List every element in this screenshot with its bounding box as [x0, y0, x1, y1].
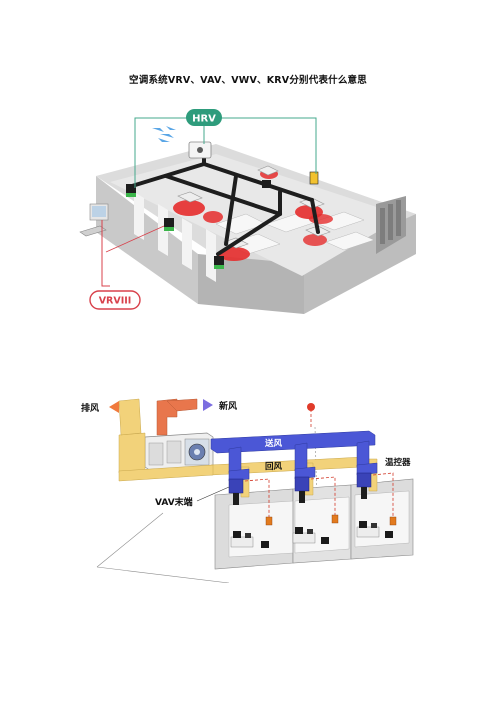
outdoor-units — [126, 180, 271, 269]
hrv-vrv-svg: HRV VRVIII — [79, 109, 416, 314]
supply-air-label: 送风 — [264, 438, 283, 449]
cabinet-slots — [380, 200, 401, 244]
building-front-wall — [198, 254, 304, 314]
hrv-leader-line-right — [216, 117, 317, 174]
return-air-label: 回风 — [265, 462, 283, 472]
control-computer — [79, 203, 109, 237]
document-title: 空调系统VRV、VAV、VWV、KRV分别代表什么意思 — [129, 75, 367, 86]
vrv-leader-line — [101, 220, 110, 287]
partition-wall — [206, 229, 216, 282]
hrv-leader-line — [134, 117, 205, 188]
supply-duct — [210, 430, 378, 482]
exhaust-arrow-icon — [109, 401, 119, 413]
vav-terminal-boxes — [228, 472, 372, 494]
hrv-vrv-illustration: HRV VRVIII — [76, 104, 421, 331]
vrv-leader-line-2 — [105, 225, 165, 253]
air-handling-unit — [144, 432, 214, 472]
partition-wall — [182, 218, 192, 270]
exhaust-label: 排风 — [81, 402, 99, 414]
diffusers — [233, 487, 367, 505]
partition-wall — [158, 204, 168, 256]
airflow-arrows — [152, 126, 176, 142]
hrv-fan — [197, 147, 203, 153]
room-furniture — [230, 521, 393, 548]
fresh-air-duct — [156, 398, 178, 436]
vrv-label: VRVIII — [99, 296, 132, 307]
building-left-wall — [96, 176, 198, 304]
partition-wall — [134, 192, 144, 240]
yellow-controller — [309, 171, 319, 185]
hrv-badge — [186, 109, 222, 126]
thermostat-icons — [265, 514, 397, 526]
fresh-air-label: 新风 — [219, 400, 237, 412]
vav-terminal-label: VAV末端 — [155, 496, 193, 508]
hrv-label: HRV — [192, 114, 216, 125]
control-wiring — [244, 411, 394, 517]
fresh-air-duct-top — [166, 398, 198, 412]
fresh-air-arrow-icon — [203, 399, 213, 411]
vrv-badge — [89, 290, 141, 310]
thermostat-label: 温控器 — [385, 457, 411, 468]
vav-leader-line — [196, 486, 230, 502]
vav-system-svg: 排风 新风 送风 回风 VAV末端 温控器 — [79, 387, 419, 584]
vav-system-illustration: 排风 新风 送风 回风 VAV末端 温控器 — [79, 387, 419, 584]
pressure-sensor-icon — [307, 403, 315, 411]
floor-interior — [110, 154, 404, 276]
